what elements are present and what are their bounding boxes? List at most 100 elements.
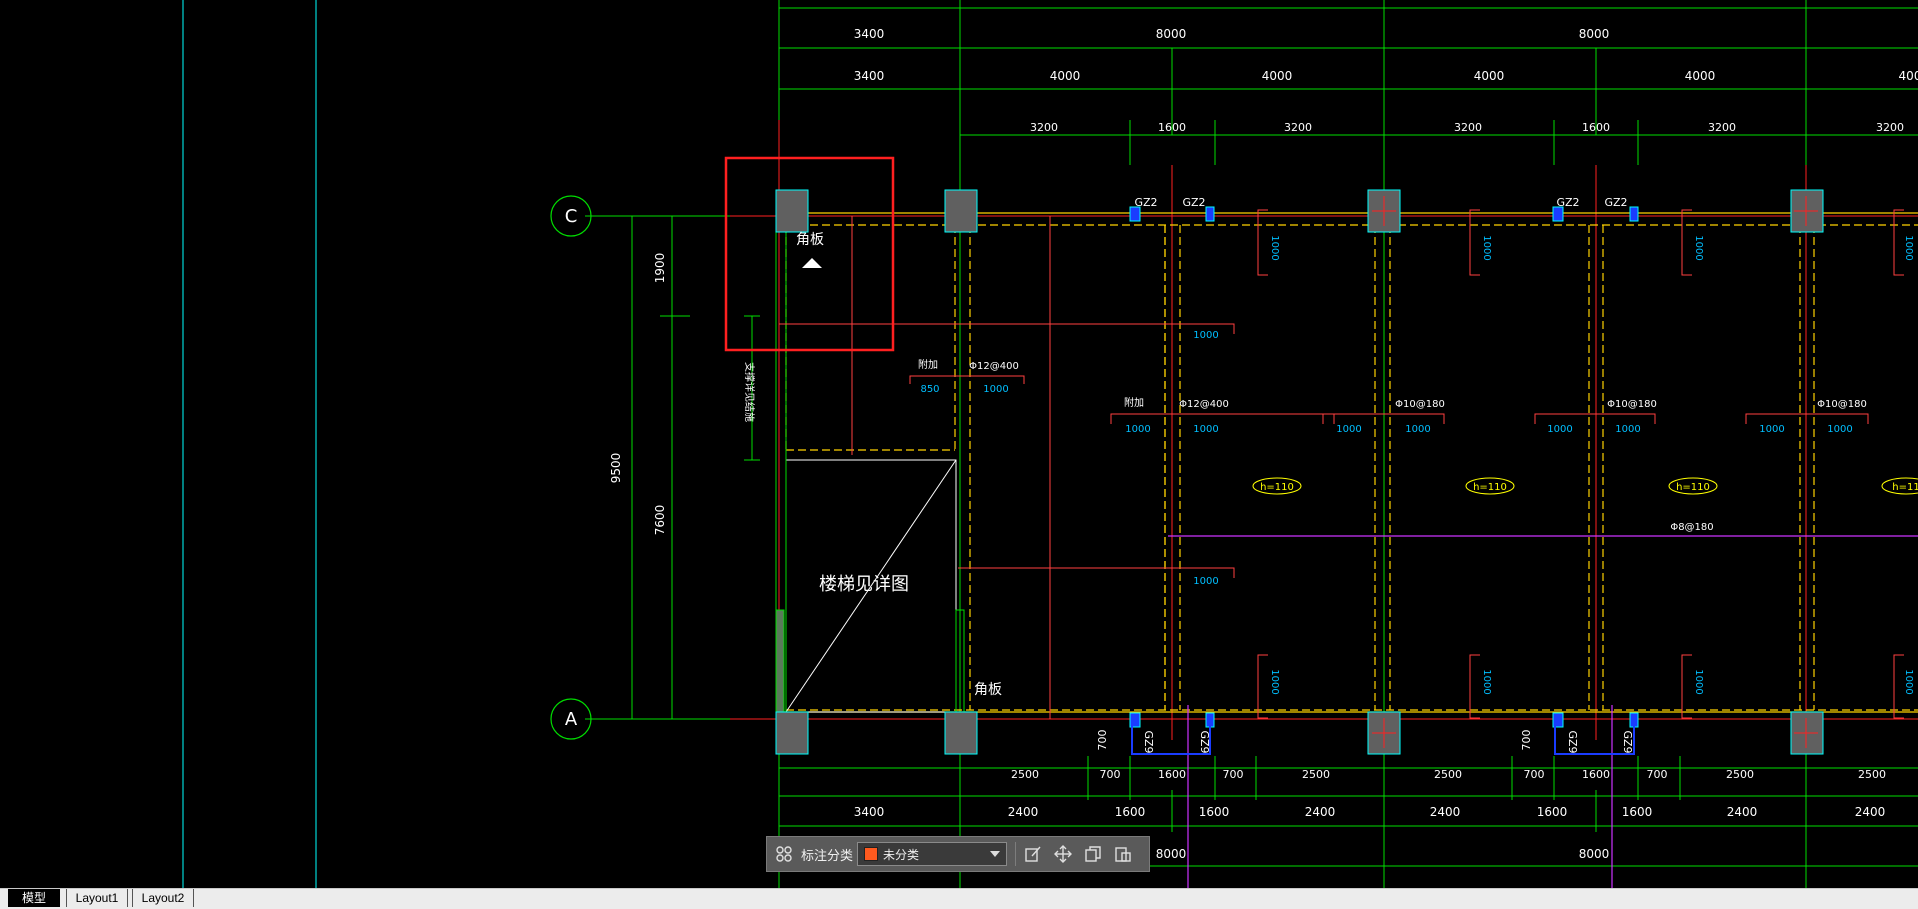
rebar-length-label: 1000 [1125,424,1150,435]
rebar-length-label: 1000 [983,384,1008,395]
edit-icon[interactable] [1020,841,1046,867]
rebar-spec-label: Φ10@180 [1817,399,1867,410]
rebar-spec-label: Φ12@400 [1179,399,1229,410]
gz9-label: GZ9 [1566,730,1579,753]
dimension-text: 3200 [1876,121,1904,134]
gz9-label: GZ9 [1198,730,1211,753]
copy-icon[interactable] [1080,841,1106,867]
tab-model[interactable]: 模型 [8,889,60,907]
grid-menu-icon[interactable] [771,841,797,867]
rebar-length-label: 1000 [1615,424,1640,435]
rebar-spec-label: Φ10@180 [1395,399,1445,410]
dimension-text: 9500 [609,453,623,484]
dimension-text: 1600 [1582,768,1610,781]
dimension-text: 700 [1524,768,1545,781]
rebar-spec-label: Φ10@180 [1607,399,1657,410]
beam-lines [785,224,1918,711]
dimension-text: 700 [1223,768,1244,781]
dimension-text: 3200 [1030,121,1058,134]
cad-drawing: 3400800080003400400040004000400040032001… [182,0,1918,888]
rebar-length-label: 1000 [1693,235,1704,260]
magenta-lines [1168,535,1918,888]
axis-label-c: C [565,206,578,227]
move-icon[interactable] [1050,841,1076,867]
dimension-text: 1600 [1199,805,1230,819]
rebar-length-label: 1000 [1903,235,1914,260]
corner-slab-label: 角板 [974,682,1002,698]
chevron-down-icon [990,851,1001,857]
stair-region [775,224,965,716]
category-color-swatch [864,847,879,861]
rebar-length-label: 1000 [1759,424,1784,435]
dimension-text: 400 [1899,69,1918,83]
dimension-text: 3200 [1284,121,1312,134]
dimension-text: 4000 [1474,69,1505,83]
dimension-text: 2500 [1302,768,1330,781]
marker-triangle-icon [802,258,822,268]
rebar-length-label: 1000 [1827,424,1852,435]
dimension-text: 700 [1520,730,1533,751]
category-label: 标注分类 [801,848,854,864]
dimension-text: 3400 [854,805,885,819]
rebar-length-label: 1000 [1193,576,1218,587]
dimension-text: 2500 [1011,768,1039,781]
rebar-length-label: 1000 [1193,330,1218,341]
annotation-toolbar: 标注分类 未分类 [766,836,1150,872]
rebar-spec-label: 附加 [1124,396,1144,409]
selection-highlight-box[interactable] [724,156,895,352]
gz2-label: GZ2 [1556,196,1579,209]
rebar-spec-label: Φ12@400 [969,361,1019,372]
dimension-text: 3400 [854,27,885,41]
dimension-text: 7600 [653,505,667,536]
rebar-spec-label: 附加 [918,358,938,371]
left-dimension-lines [620,215,760,720]
rebar-length-label: 1000 [1481,669,1492,694]
dimension-text: 700 [1647,768,1668,781]
slab-tags [1252,477,1918,495]
dimension-text: 2400 [1430,805,1461,819]
dimension-text: 2400 [1305,805,1336,819]
rebar-length-label: 1000 [1269,235,1280,260]
vertical-note: 支撑详见结施 [743,362,756,422]
dimension-text: 4000 [1050,69,1081,83]
dimension-text: 1600 [1115,805,1146,819]
tab-layout2[interactable]: Layout2 [132,889,194,907]
tab-layout1[interactable]: Layout1 [66,889,128,907]
rebar-length-label: 1000 [1481,235,1492,260]
gz9-label: GZ9 [1142,730,1155,753]
dimension-text: 2400 [1727,805,1758,819]
dimension-text: 8000 [1156,27,1187,41]
dimension-text: 700 [1096,730,1109,751]
paste-icon[interactable] [1110,841,1136,867]
layout-tab-bar: 模型 Layout1 Layout2 [0,888,1918,909]
category-value: 未分类 [883,847,920,862]
columns [775,189,1824,755]
dimension-text: 2500 [1726,768,1754,781]
slab-thickness-label: h=110 [1473,482,1507,493]
category-dropdown[interactable]: 未分类 [857,842,1008,866]
slab-thickness-label: h=11 [1892,482,1918,493]
dimension-text: 2400 [1855,805,1886,819]
stair-label: 楼梯见详图 [819,574,909,595]
rebar-length-label: 1000 [1193,424,1218,435]
corner-slab-label: 角板 [796,232,824,248]
rebar-length-label: 1000 [1336,424,1361,435]
dimension-text: 4000 [1262,69,1293,83]
dimension-text: 2500 [1858,768,1886,781]
dimension-text: 3200 [1454,121,1482,134]
grid-axis-lines [585,215,1918,720]
dimension-text: 1600 [1582,121,1610,134]
dimension-text: 2400 [1008,805,1039,819]
dimension-text: 3400 [854,69,885,83]
column-crosshairs [1372,196,1818,748]
gz9-outline [1131,716,1635,755]
gz9-label: GZ9 [1621,730,1634,753]
rebar-length-label: 1000 [1693,669,1704,694]
slab-thickness-label: h=110 [1676,482,1710,493]
dimension-text: 1900 [653,253,667,284]
dimension-text: 3200 [1708,121,1736,134]
rebar-length-label: 1000 [1269,669,1280,694]
top-dimension-lines [779,7,1918,867]
dimension-text: 1600 [1158,121,1186,134]
